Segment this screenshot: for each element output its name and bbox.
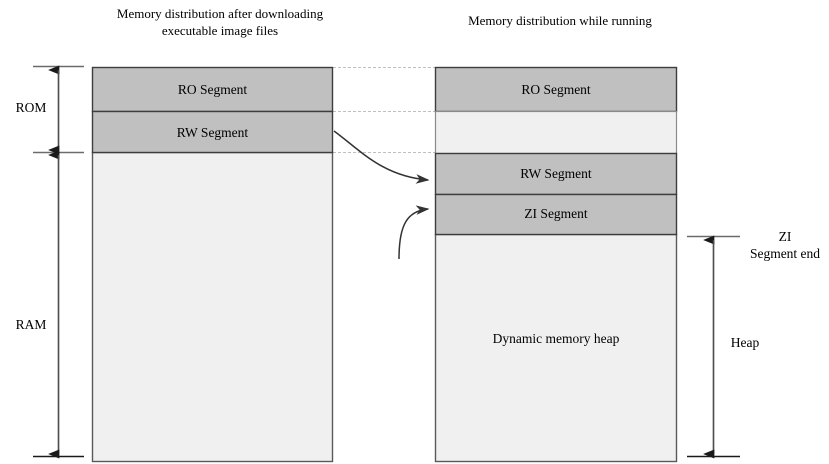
dynamic-memory-heap-label: Dynamic memory heap <box>492 331 620 346</box>
left-memory-map <box>91 66 334 463</box>
right-rw-segment <box>434 152 678 196</box>
left-rw-segment <box>91 110 334 154</box>
zi-creation-arrow <box>398 205 430 260</box>
right-memory-map <box>434 66 678 463</box>
left-ro-segment <box>91 66 334 113</box>
left-empty-region <box>91 151 334 463</box>
right-ro-segment-label: RO Segment <box>521 82 591 97</box>
right-heap-region <box>434 233 678 463</box>
guide-lines <box>333 67 436 153</box>
ram-bracket-label: RAM <box>15 317 47 332</box>
right-rw-segment-label: RW Segment <box>520 166 592 181</box>
left-brackets <box>33 65 84 459</box>
rom-bracket-label: ROM <box>15 100 47 115</box>
right-gap-region <box>434 110 678 155</box>
right-zi-segment <box>434 193 678 236</box>
right-brackets <box>687 235 740 459</box>
heap-bracket-label: Heap <box>730 335 760 350</box>
zi-segment-end-label: ZI Segment end <box>749 229 821 261</box>
left-diagram-title: Memory distribution after downloading ex… <box>116 6 324 38</box>
left-ro-segment-label: RO Segment <box>177 82 248 97</box>
relocation-arrows <box>333 130 430 260</box>
right-diagram-title: Memory distribution while running <box>468 13 652 28</box>
right-zi-segment-label: ZI Segment <box>524 206 588 221</box>
rw-relocation-arrow <box>333 130 430 184</box>
left-rw-segment-label: RW Segment <box>176 125 249 140</box>
right-ro-segment <box>434 66 678 113</box>
